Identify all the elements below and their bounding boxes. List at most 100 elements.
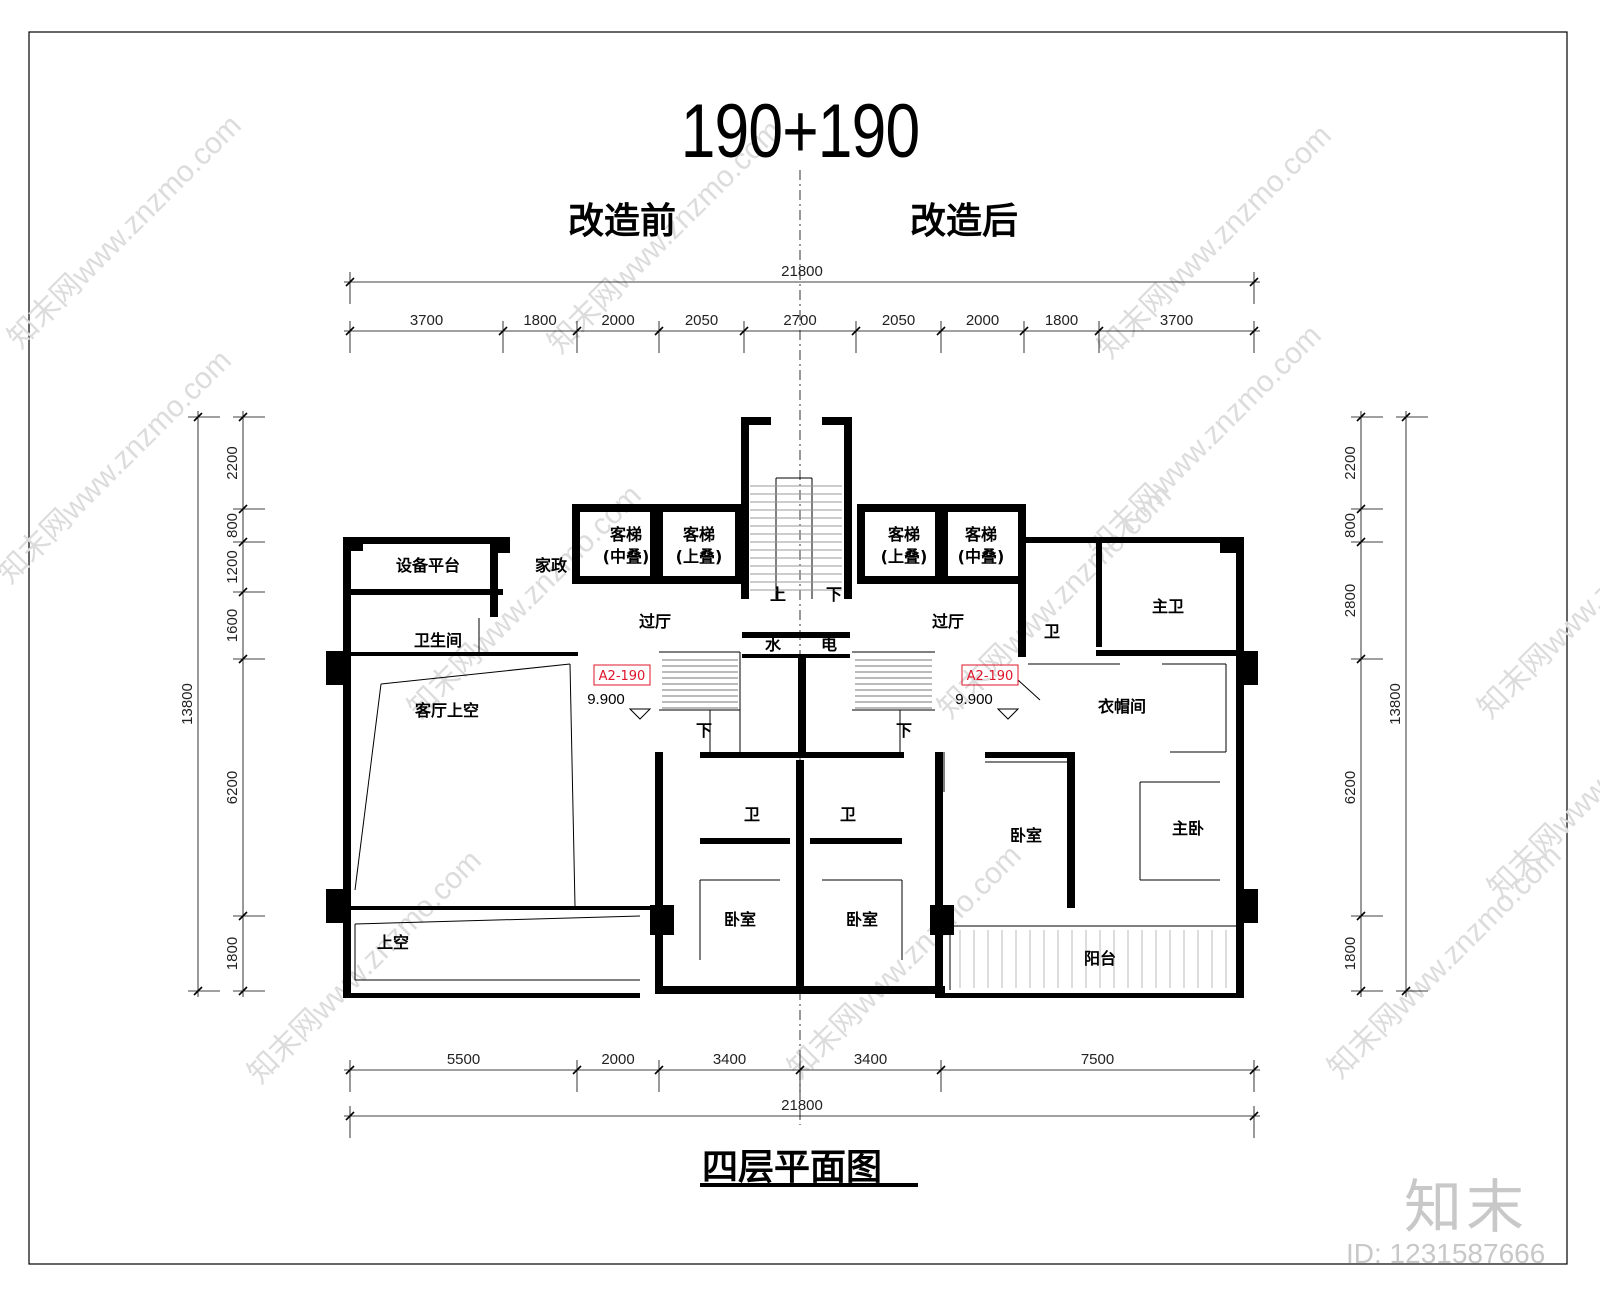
dim-top-value: 3700: [1160, 312, 1193, 329]
label-closet: 衣帽间: [1098, 697, 1146, 716]
wall-segment: [798, 654, 806, 754]
dim-left-tick: [238, 587, 248, 597]
wall-segment: [935, 752, 943, 994]
dim-left-value: 1800: [224, 937, 241, 970]
wall-segment: [572, 504, 658, 512]
wall-segment: [1236, 537, 1244, 997]
wall-segment: [742, 632, 850, 638]
wall-segment: [810, 838, 902, 844]
dim-left-total-value: 13800: [179, 683, 196, 725]
detail-line: [354, 915, 641, 925]
dim-top-tick: [739, 326, 749, 336]
dim-top-value: 3700: [410, 312, 443, 329]
label-bedroom: 卧室: [1010, 826, 1042, 845]
dim-right-tick: [1356, 537, 1366, 547]
wall-segment: [343, 537, 351, 997]
dim-right-value: 1800: [1342, 937, 1359, 970]
wall-segment: [343, 993, 640, 998]
dim-top-value: 2000: [966, 312, 999, 329]
dim-right-value: 2800: [1342, 584, 1359, 617]
unit-tag: A2-190: [967, 669, 1014, 684]
label-mid-stack: (中叠): [603, 547, 650, 566]
dim-bottom-value: 7500: [1081, 1051, 1114, 1068]
dim-right-tick: [1356, 654, 1366, 664]
label-equip: 设备平台: [396, 556, 460, 575]
dim-top-tick: [1249, 326, 1259, 336]
main-title: 190+190: [680, 89, 920, 174]
wall-segment: [1096, 537, 1242, 543]
unit-tag-box: [961, 664, 1019, 686]
dim-left-tick: [238, 504, 248, 514]
dim-left-tick: [238, 412, 248, 422]
dim-top-value: 2700: [783, 312, 816, 329]
dim-right-total-tick: [1401, 412, 1411, 422]
dim-top-tick: [572, 326, 582, 336]
label-maid: 家政: [535, 556, 568, 575]
wall-segment: [1096, 537, 1102, 647]
label-hall: 过厅: [932, 612, 964, 631]
label-balcony: 阳台: [1084, 949, 1116, 968]
dim-bottom-tick: [345, 1065, 355, 1075]
image-id: ID: 1231587666: [1346, 1238, 1546, 1269]
label-wc: 卫: [1044, 622, 1060, 641]
wall-segment: [572, 504, 580, 584]
dim-left-tick: [238, 537, 248, 547]
wall-segment: [742, 654, 850, 658]
dim-top-tick: [654, 326, 664, 336]
dim-top-total-tick: [345, 277, 355, 287]
watermark-text: 知末网www.znzmo.com: [0, 344, 238, 590]
dim-bottom-total-value: 21800: [781, 1097, 823, 1114]
dim-bottom-tick: [795, 1065, 805, 1075]
label-hall: 过厅: [639, 612, 671, 631]
wall-segment: [1220, 537, 1242, 553]
wall-segment: [326, 889, 348, 923]
label-void: 上空: [377, 933, 409, 952]
wall-segment: [741, 417, 771, 425]
wall-segment: [940, 576, 1026, 584]
wall-segment: [857, 504, 943, 512]
dim-top-total-value: 21800: [781, 263, 823, 280]
dim-right-value: 800: [1342, 513, 1359, 538]
dim-right-tick: [1356, 911, 1366, 921]
dim-right-tick: [1356, 504, 1366, 514]
elevation-marker: [628, 708, 652, 720]
elevation-marker: [996, 708, 1020, 720]
label-bedroom: 卧室: [846, 910, 878, 929]
plan-title: 四层平面图: [702, 1147, 883, 1188]
dim-top-value: 1800: [1045, 312, 1078, 329]
wall-segment: [343, 589, 503, 595]
label-up-stack: (上叠): [881, 547, 928, 566]
dim-left-value: 6200: [224, 771, 241, 804]
wall-segment: [490, 537, 498, 617]
wall-segment: [1018, 537, 1098, 543]
brand-logo: 知末: [1404, 1173, 1529, 1241]
plan-title-underline: [700, 1183, 918, 1187]
wall-segment: [700, 838, 790, 844]
wall-segment: [1236, 651, 1258, 685]
dim-left-tick: [238, 986, 248, 996]
dim-left-tick: [238, 654, 248, 664]
label-wc: 卫: [840, 805, 856, 824]
wall-segment: [492, 537, 510, 553]
wall-segment: [1236, 889, 1258, 923]
wall-segment: [1067, 752, 1075, 908]
detail-line: [354, 683, 382, 891]
watermark-text: 知末网www.znzmo.com: [1472, 479, 1600, 725]
label-lift: 客梯: [965, 525, 997, 544]
dim-top-tick: [1094, 326, 1104, 336]
wall-segment: [844, 417, 852, 599]
dim-bottom-tick: [572, 1065, 582, 1075]
wall-segment: [572, 576, 658, 584]
dim-bottom-value: 2000: [601, 1051, 634, 1068]
before-label: 改造前: [568, 201, 677, 242]
dim-top-value: 1800: [523, 312, 556, 329]
dim-right-tick: [1356, 986, 1366, 996]
dim-left-tick: [238, 911, 248, 921]
wall-segment: [796, 760, 804, 990]
elevation-value: 9.900: [955, 691, 993, 708]
wall-segment: [741, 417, 749, 599]
dim-left-value: 800: [224, 513, 241, 538]
dim-bottom-tick: [1249, 1065, 1259, 1075]
